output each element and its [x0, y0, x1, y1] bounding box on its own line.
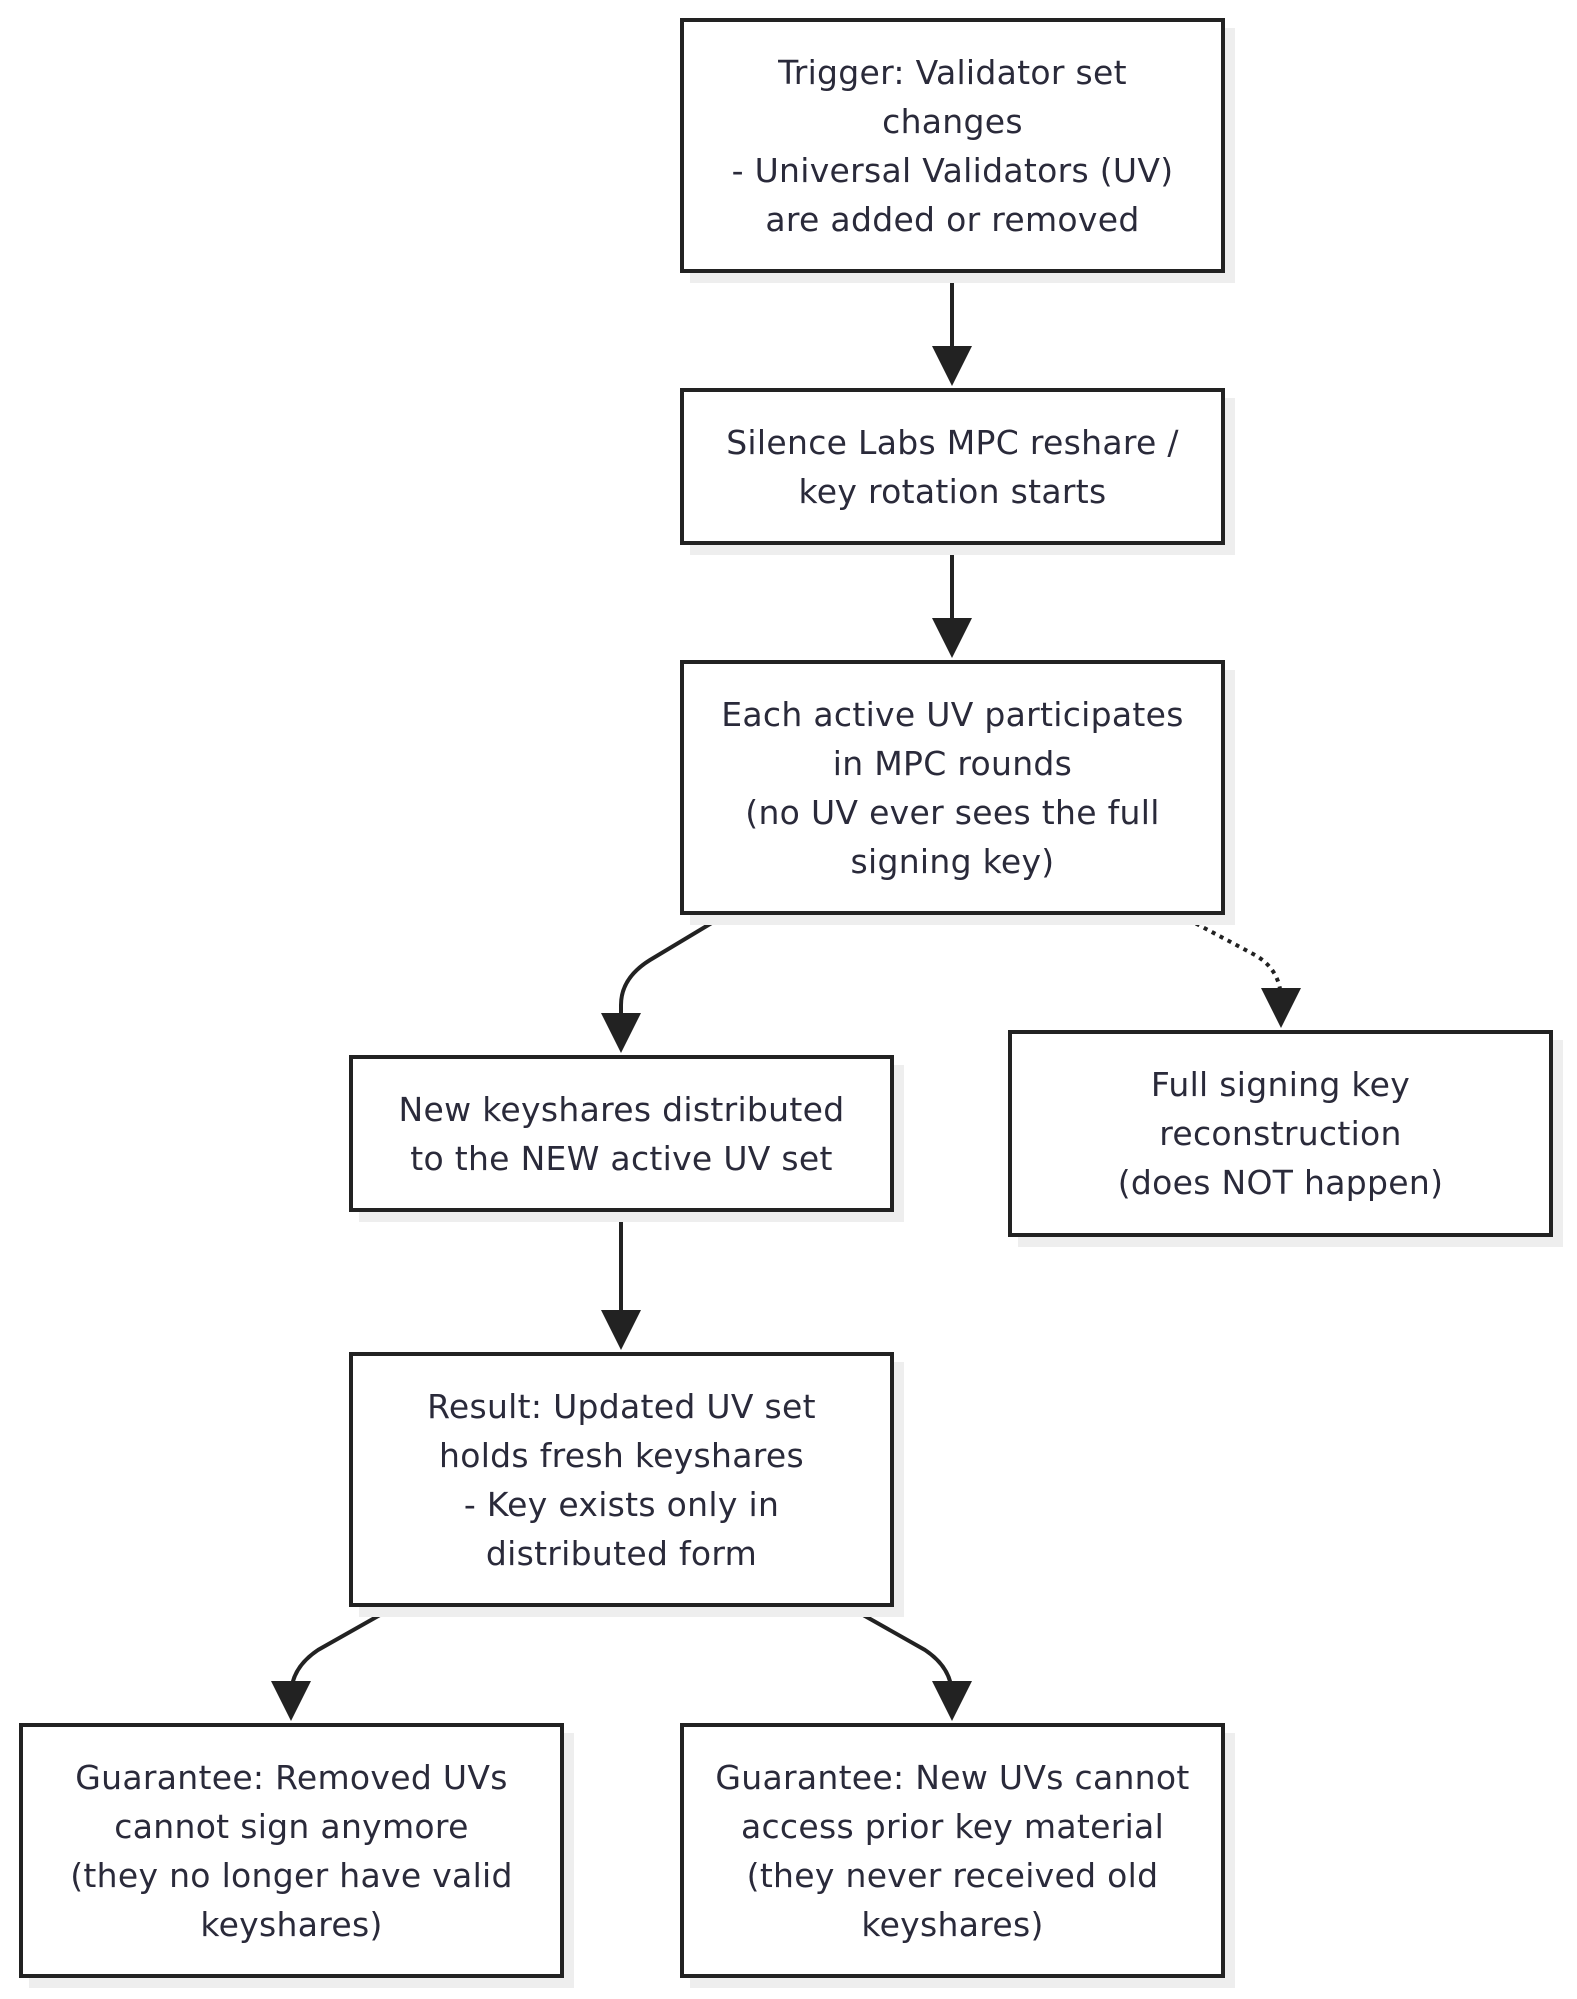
result-node: Result: Updated UV set holds fresh keysh…: [349, 1352, 894, 1607]
edge-result-to-removed: [271, 1605, 395, 1721]
edge-result-to-new-uvs: [848, 1605, 972, 1721]
trigger-node-text: Trigger: Validator set changes - Univers…: [731, 52, 1174, 239]
guarantee-new-uvs-node-text: Guarantee: New UVs cannot access prior k…: [715, 1757, 1190, 1944]
mpc-rounds-node-text: Each active UV participates in MPC round…: [721, 694, 1184, 881]
new-keyshares-node-text: New keyshares distributed to the NEW act…: [398, 1089, 845, 1178]
guarantee-removed-node-text: Guarantee: Removed UVs cannot sign anymo…: [70, 1757, 513, 1944]
guarantee-new-uvs-node: Guarantee: New UVs cannot access prior k…: [680, 1723, 1225, 1978]
mpc-rounds-node: Each active UV participates in MPC round…: [680, 660, 1225, 915]
trigger-node: Trigger: Validator set changes - Univers…: [680, 18, 1225, 273]
guarantee-removed-node: Guarantee: Removed UVs cannot sign anymo…: [19, 1723, 564, 1978]
result-node-text: Result: Updated UV set holds fresh keysh…: [427, 1386, 816, 1573]
reshare-node: Silence Labs MPC reshare / key rotation …: [680, 388, 1225, 545]
full-key-reconstruction-node: Full signing key reconstruction (does NO…: [1008, 1030, 1553, 1237]
reshare-node-text: Silence Labs MPC reshare / key rotation …: [726, 422, 1179, 511]
edge-mpc-to-full-key-dotted: [1179, 913, 1301, 1028]
new-keyshares-node: New keyshares distributed to the NEW act…: [349, 1055, 894, 1212]
full-key-reconstruction-node-text: Full signing key reconstruction (does NO…: [1117, 1065, 1444, 1202]
edge-mpc-to-new-keyshares: [601, 913, 727, 1053]
